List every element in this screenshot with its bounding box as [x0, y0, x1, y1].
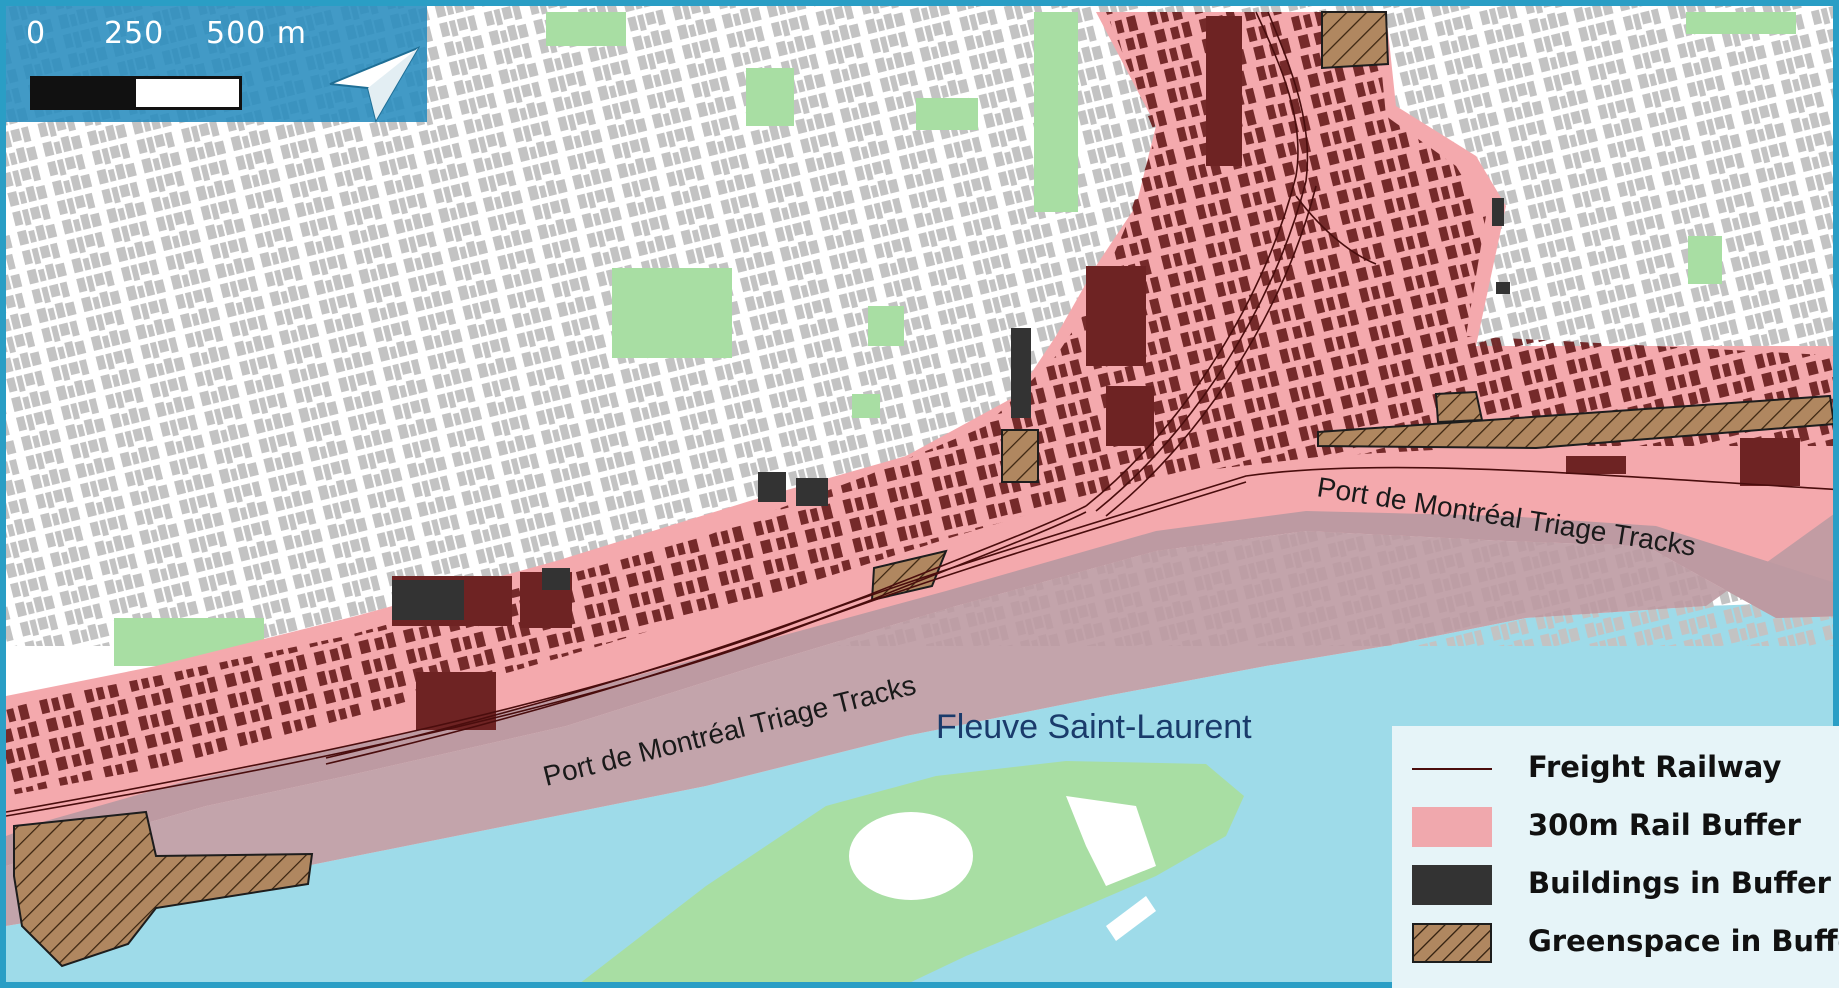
greenspace	[1686, 12, 1796, 34]
greenspace	[746, 68, 794, 126]
building-dark	[392, 580, 464, 620]
freight-railway	[6, 11, 1833, 817]
north-arrow-icon	[329, 46, 420, 123]
river-label: Fleuve Saint-Laurent	[936, 708, 1252, 746]
building-dark	[1492, 198, 1504, 226]
greenspace-in-buffer	[1001, 429, 1039, 483]
building-in-buffer	[1740, 438, 1800, 486]
scale-bar-black-segment	[33, 79, 136, 107]
building-dark	[1011, 328, 1031, 418]
greenspace	[1034, 12, 1078, 212]
building-dark	[796, 478, 828, 506]
building-in-buffer	[1106, 386, 1154, 446]
greenspace	[852, 394, 880, 418]
hatch-swatch-icon	[1412, 923, 1492, 963]
scale-label-end: 500 m	[206, 16, 308, 51]
building-dark	[542, 568, 570, 590]
island-sandbar	[1106, 896, 1156, 941]
buffer-buildings-area	[6, 12, 1833, 796]
scale-bar	[30, 76, 242, 110]
greenspace-in-buffer	[1434, 390, 1484, 424]
scale-bar-white-segment	[136, 79, 239, 107]
building-dark	[1496, 282, 1510, 294]
legend-label: Freight Railway	[1528, 750, 1782, 784]
island-sandbar	[1066, 796, 1156, 886]
scale-panel: 0 250 500 m	[6, 6, 427, 123]
legend-label: 300m Rail Buffer	[1528, 808, 1801, 842]
building-in-buffer	[1566, 456, 1626, 474]
greenspace-in-buffer	[1321, 11, 1390, 70]
rail-buffer-over-water	[6, 514, 1833, 926]
greenspace	[546, 12, 626, 46]
greenspace	[868, 306, 904, 346]
building-dark	[758, 472, 786, 502]
legend-label: Buildings in Buffer	[1528, 866, 1831, 900]
rail-buffer-lower-water	[6, 511, 1833, 866]
building-swatch-icon	[1412, 865, 1492, 905]
legend-item-buildings-in-buffer: Buildings in Buffer	[1412, 860, 1832, 910]
greenspace-in-buffer	[1317, 394, 1833, 450]
greenspace	[612, 268, 732, 358]
greenspace	[1688, 236, 1722, 284]
railway-line-icon	[1412, 768, 1492, 770]
greenspace-in-buffer	[13, 810, 314, 968]
legend-item-greenspace-in-buffer: Greenspace in Buffer	[1412, 918, 1839, 968]
building-in-buffer	[1086, 266, 1146, 366]
buffer-swatch-icon	[1412, 807, 1492, 847]
legend-label: Greenspace in Buffer	[1528, 924, 1839, 958]
legend-item-rail-buffer: 300m Rail Buffer	[1412, 802, 1832, 852]
scale-label-zero: 0	[26, 16, 47, 51]
island-pond	[849, 812, 973, 900]
legend-item-freight-railway: Freight Railway	[1412, 744, 1832, 794]
legend: Freight Railway 300m Rail Buffer Buildin…	[1392, 726, 1839, 988]
building-in-buffer	[1206, 16, 1242, 166]
scale-label-mid: 250	[104, 16, 165, 51]
greenspace	[916, 98, 978, 130]
